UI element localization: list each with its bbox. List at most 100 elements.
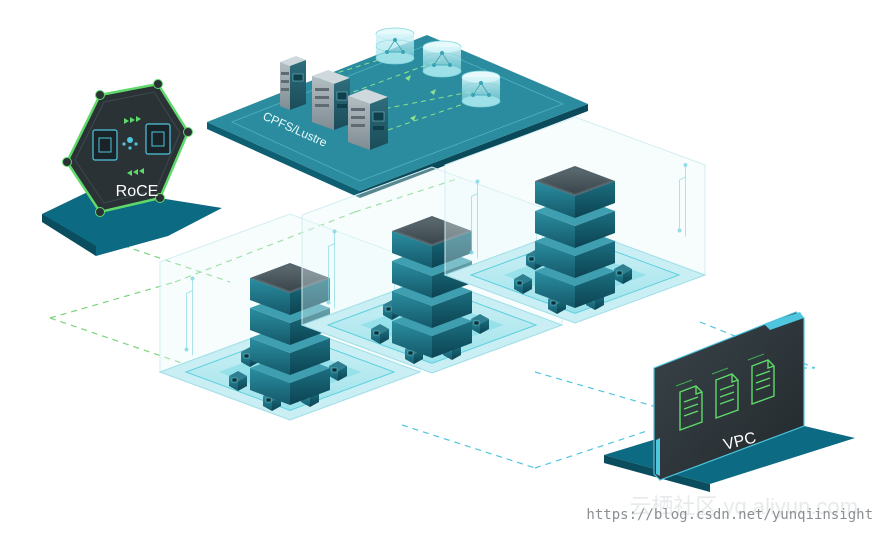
circuit-trace: [677, 162, 688, 237]
cube-face-right: [575, 181, 615, 218]
chip-icon: [92, 129, 118, 161]
cube-face-left: [392, 261, 432, 298]
storage-platform-edge: [207, 122, 360, 198]
server-box-screen: [528, 256, 535, 262]
storage-platform: CPFS/Lustre: [207, 27, 588, 198]
cube-face-left: [535, 241, 575, 278]
compute-cluster: [158, 116, 707, 421]
connection-node-icon: [122, 137, 138, 150]
storage-server-icon: [280, 56, 306, 110]
vpc-panel-accent: [656, 438, 660, 476]
cube-face-right: [575, 271, 615, 308]
circuit-node: [326, 300, 331, 305]
server-box-screen: [407, 350, 414, 356]
cube-face-left: [250, 338, 290, 375]
roce-module: RoCE: [42, 79, 222, 256]
roce-vertices: [62, 79, 193, 217]
tower-top-box: [392, 216, 472, 268]
roce-base: [42, 188, 222, 256]
circuit-trace: [184, 276, 195, 356]
compute-unit: [300, 166, 564, 374]
compute-unit: [158, 213, 422, 421]
chevron-right-icon: [124, 116, 141, 124]
cube-face-left: [392, 231, 432, 268]
roce-label: RoCE: [116, 183, 159, 200]
metadata-cylinder-icon: [375, 27, 415, 65]
server-box-screen: [243, 353, 250, 359]
metadata-cylinder-icon: [422, 40, 462, 78]
cyan-dashed-connector: [534, 371, 661, 409]
circuit-node: [677, 228, 682, 233]
cube-face-left: [535, 211, 575, 248]
circuit-node: [469, 250, 474, 255]
server-box-icon: [229, 371, 247, 391]
server-box-icon: [614, 264, 632, 284]
server-box-screen: [550, 300, 557, 306]
server-box-icon: [514, 274, 532, 294]
vpc-panel: [653, 311, 805, 481]
cube-face-left: [392, 291, 432, 328]
server-box-screen: [473, 320, 480, 326]
tower-opening: [541, 168, 609, 194]
circuit-node: [683, 162, 688, 167]
green-dashed-connector: [49, 281, 176, 319]
cyan-dashed-connector: [401, 424, 536, 469]
circuit-node: [190, 276, 195, 281]
cube-face-right: [432, 231, 472, 268]
cube-face-right: [290, 278, 330, 315]
watermark: 云栖社区 yq.aliyun.com https://blog.csdn.net…: [586, 494, 873, 523]
tower-opening: [398, 218, 466, 244]
compute-unit: [443, 116, 707, 324]
circuit-trace: [469, 179, 480, 259]
vpc-panel-accent: [764, 312, 804, 330]
circuit-line: [471, 193, 478, 253]
cube-face-right: [575, 211, 615, 248]
watermark-url: https://blog.csdn.net/yunqiinsight: [586, 507, 873, 523]
circuit-line: [328, 243, 335, 303]
storage-platform-edge: [360, 104, 588, 198]
document-icon: [679, 385, 703, 431]
server-box-screen: [331, 367, 338, 373]
server-box-icon: [471, 314, 489, 334]
vpc-module: VPC: [604, 311, 855, 492]
document-stack-icon: [675, 353, 765, 387]
server-box-screen: [516, 280, 523, 286]
green-dashed-connector: [354, 177, 461, 213]
circuit-line: [186, 290, 193, 350]
cube-face-left: [250, 368, 290, 405]
cube-face-right: [290, 338, 330, 375]
server-box-screen: [231, 377, 238, 383]
document-icon: [751, 359, 775, 405]
server-box-screen: [373, 330, 380, 336]
cube-face-left: [535, 181, 575, 218]
server-box-screen: [265, 397, 272, 403]
storage-server-icon: [348, 89, 388, 150]
circuit-node: [475, 179, 480, 184]
cube-face-right: [432, 321, 472, 358]
circuit-trace: [326, 229, 337, 309]
server-box-icon: [329, 361, 347, 381]
server-box-icon: [371, 324, 389, 344]
circuit-line: [679, 176, 686, 231]
storage-server-icon: [312, 70, 350, 130]
cube-face-left: [250, 278, 290, 315]
cube-face-left: [392, 321, 432, 358]
cube-face-left: [535, 271, 575, 308]
circuit-node: [184, 347, 189, 352]
cube-face-left: [250, 308, 290, 345]
metadata-cylinder-icon: [461, 70, 501, 108]
server-box-screen: [385, 306, 392, 312]
server-box-screen: [616, 270, 623, 276]
cube-face-right: [575, 241, 615, 278]
tower-top-box: [250, 263, 330, 315]
cube-face-right: [290, 368, 330, 405]
tower-top-box: [535, 166, 615, 218]
storage-platform-inner: [230, 44, 565, 182]
cube-face-right: [432, 291, 472, 328]
circuit-node: [332, 229, 337, 234]
roce-base-edge: [42, 214, 96, 256]
tower-opening: [256, 265, 324, 291]
chevron-left-icon: [127, 168, 144, 176]
